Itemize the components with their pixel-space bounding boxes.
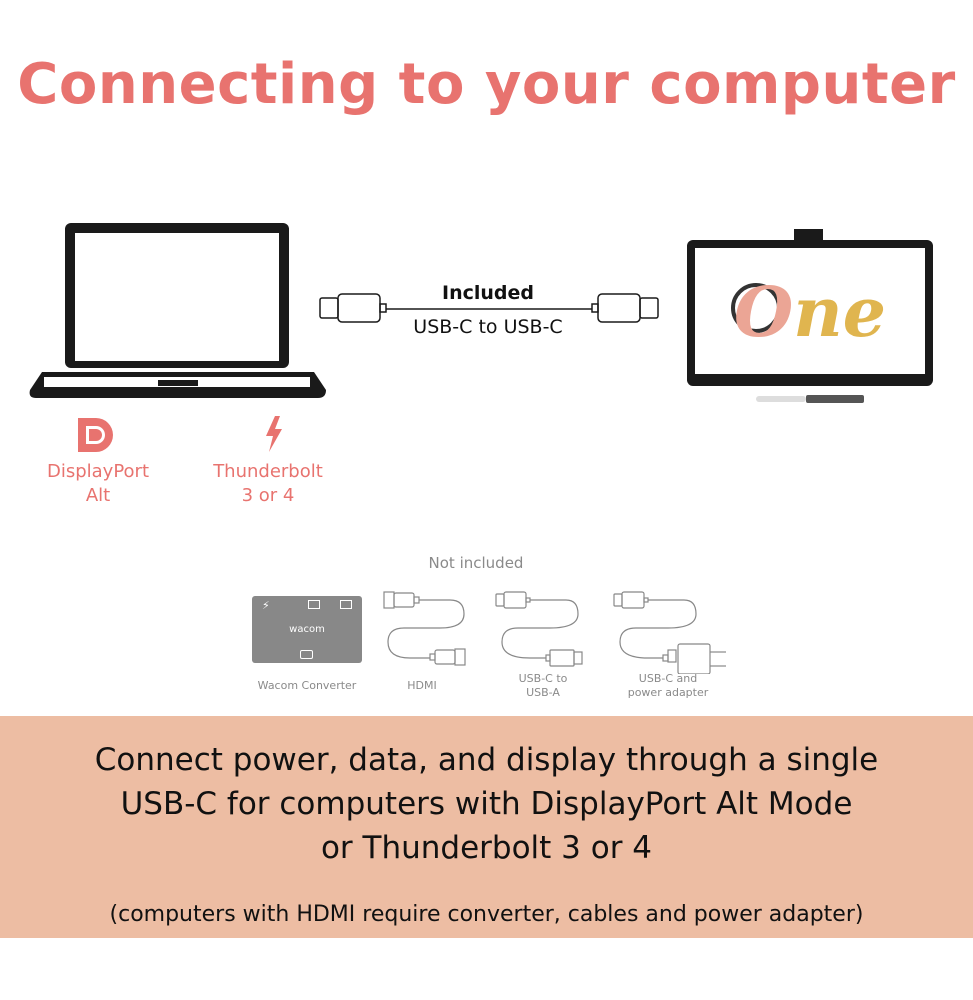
not-included-cables: [383, 591, 726, 674]
port-label-displayport: DisplayPort Alt: [46, 461, 150, 506]
laptop-illustration: [29, 223, 326, 398]
displayport-icon: [78, 418, 113, 452]
wacom-logo: wacom: [289, 624, 325, 635]
included-cable-label: USB-C to USB-C: [413, 316, 563, 338]
wacom-one-display-illustration: [687, 229, 933, 403]
info-banner: [0, 716, 973, 938]
item-label-converter: Wacom Converter: [257, 679, 357, 692]
included-heading: Included: [442, 282, 534, 304]
page-title: Connecting to your computer: [17, 52, 956, 117]
laptop-icon: [340, 600, 352, 609]
laptop-icon: [308, 600, 320, 609]
monitor-icon: [300, 650, 313, 659]
not-included-heading: Not included: [428, 554, 524, 572]
thunderbolt-icon: [266, 416, 282, 452]
port-label-thunderbolt: Thunderbolt 3 or 4: [213, 461, 323, 506]
item-label-usb-c-power-adapter: USB-C and power adapter: [627, 672, 709, 699]
wacom-converter-illustration: ⚡ wacom: [252, 596, 362, 663]
usb-c-cable-illustration: [319, 293, 659, 323]
item-label-hdmi: HDMI: [407, 679, 437, 692]
thunderbolt-icon: ⚡: [262, 599, 270, 612]
display-logo-text: One: [734, 273, 886, 353]
banner-message: Connect power, data, and display through…: [94, 742, 879, 866]
banner-note: (computers with HDMI require converter, …: [109, 902, 864, 927]
item-label-usb-c-to-usb-a: USB-C to USB-A: [518, 672, 568, 699]
